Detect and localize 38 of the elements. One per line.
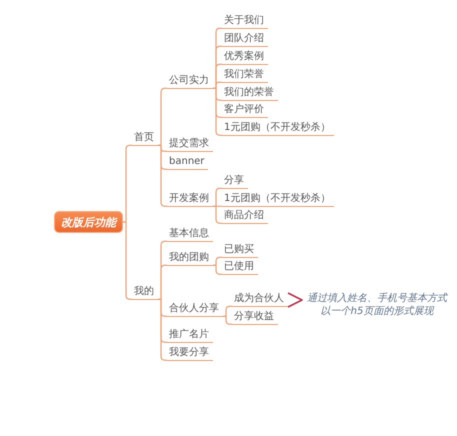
connector-line	[213, 88, 222, 136]
branch-topic: 商品介绍	[222, 210, 268, 224]
connector-line	[213, 206, 222, 224]
connector-line	[213, 264, 222, 275]
branch-topic: 我要分享	[167, 347, 213, 361]
connector-line	[213, 256, 222, 266]
connector-line	[223, 306, 232, 317]
branch-topic: 我们的荣誉	[222, 87, 278, 101]
branch-topic: 合伙人分享	[167, 303, 223, 317]
branch-topic: 我的	[132, 286, 158, 300]
branch-topic: 开发案例	[167, 193, 213, 207]
branch-topic: banner	[167, 156, 208, 170]
branch-topic: 首页	[132, 132, 158, 146]
branch-topic: 我的团购	[167, 252, 213, 266]
connector-line	[223, 316, 232, 325]
connector-line	[213, 82, 222, 89]
branch-topic: 提交需求	[167, 138, 213, 152]
branch-topic: 客户评价	[222, 104, 268, 118]
connector-line	[158, 298, 167, 361]
branch-topic: 分享	[222, 175, 248, 189]
chevron-arrow	[288, 292, 303, 308]
branch-topic: 我们荣誉	[222, 69, 268, 83]
branch-topic: 已使用	[222, 261, 258, 275]
branch-topic: 优秀案例	[222, 51, 268, 65]
branch-topic: 基本信息	[167, 228, 213, 242]
branch-topic: 关于我们	[222, 15, 268, 29]
central-topic-box: 改版后功能	[54, 211, 123, 233]
branch-topic: 1元团购（不开发秒杀）	[222, 122, 334, 136]
branch-topic: 已购买	[222, 244, 258, 258]
branch-topic: 公司实力	[167, 75, 213, 89]
branch-topic: 推广名片	[167, 329, 213, 343]
branch-topic: 分享收益	[232, 311, 278, 325]
branch-topic: 成为合伙人	[232, 293, 288, 307]
note-text: 通过填入姓名、手机号基本方式以一个h5页面的形式展现	[302, 292, 452, 318]
branch-topic: 团队介绍	[222, 33, 268, 47]
connector-line	[158, 264, 167, 300]
connector-line	[213, 188, 222, 207]
branch-topic: 1元团购（不开发秒杀）	[222, 193, 334, 207]
